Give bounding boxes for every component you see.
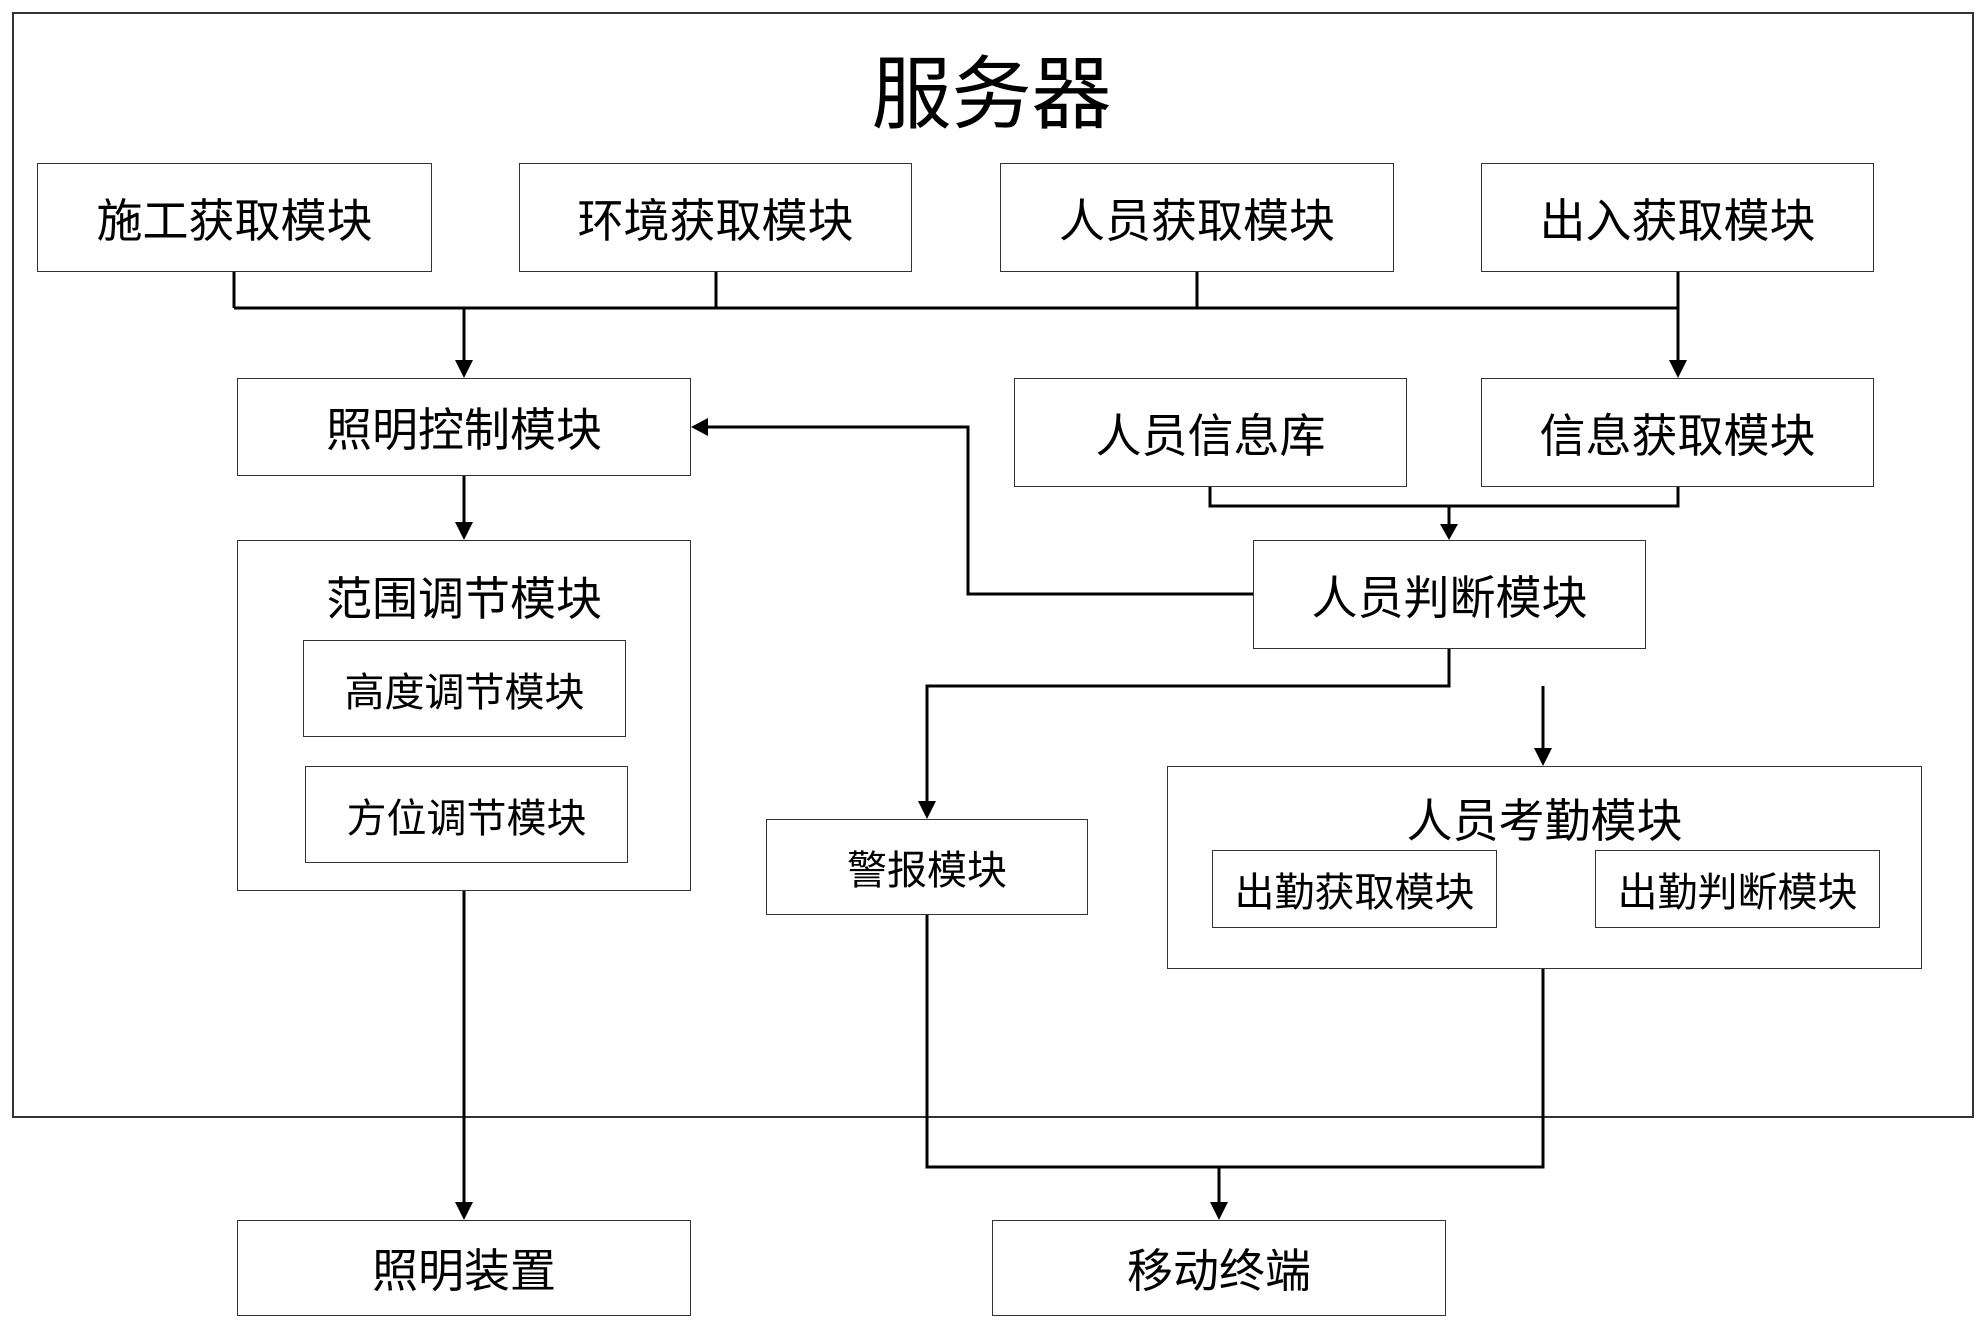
range-adjust-label: 范围调节模块 bbox=[326, 572, 602, 626]
alarm-module: 警报模块 bbox=[766, 819, 1088, 915]
direction-adjust-module: 方位调节模块 bbox=[305, 766, 628, 863]
judgment-to-lighting-line bbox=[708, 425, 1253, 596]
environment-acquisition-module: 环境获取模块 bbox=[519, 163, 912, 272]
arrowhead-mobile-terminal bbox=[1210, 1202, 1228, 1220]
arrowhead-lighting-control bbox=[455, 360, 473, 378]
server-title: 服务器 bbox=[871, 48, 1112, 141]
arrowhead-attendance bbox=[1534, 748, 1552, 766]
attendance-label: 人员考勤模块 bbox=[1406, 794, 1683, 848]
arrowhead-lighting-from-judgment bbox=[691, 418, 708, 436]
db-info-merge-line bbox=[1208, 487, 1680, 524]
construction-acquisition-module: 施工获取模块 bbox=[37, 163, 432, 272]
arrowhead-alarm bbox=[918, 801, 936, 819]
lighting-device: 照明装置 bbox=[237, 1220, 691, 1316]
lighting-control-module: 照明控制模块 bbox=[237, 378, 691, 476]
entry-exit-acquisition-module: 出入获取模块 bbox=[1481, 163, 1874, 272]
height-adjust-module: 高度调节模块 bbox=[303, 640, 626, 737]
personnel-judgment-module: 人员判断模块 bbox=[1253, 540, 1646, 649]
personnel-database: 人员信息库 bbox=[1014, 378, 1407, 487]
arrowhead-range-adjust bbox=[455, 522, 473, 540]
acquisition-bus-line bbox=[232, 272, 1680, 310]
personnel-acquisition-module: 人员获取模块 bbox=[1000, 163, 1394, 272]
to-mobile-terminal-line bbox=[925, 915, 1545, 1202]
arrowhead-info-acquisition bbox=[1669, 360, 1687, 378]
judgment-split-line bbox=[925, 649, 1545, 801]
mobile-terminal: 移动终端 bbox=[992, 1220, 1446, 1316]
attendance-acquire-module: 出勤获取模块 bbox=[1212, 850, 1497, 928]
arrowhead-judgment bbox=[1440, 524, 1458, 540]
attendance-judge-module: 出勤判断模块 bbox=[1595, 850, 1880, 928]
arrowhead-lighting-device bbox=[455, 1202, 473, 1220]
info-acquisition-module: 信息获取模块 bbox=[1481, 378, 1874, 487]
